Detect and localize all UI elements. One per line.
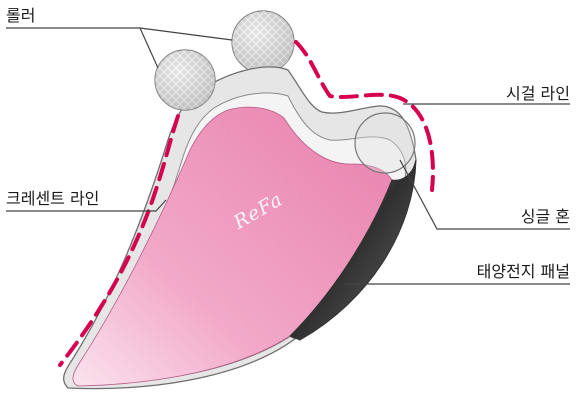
roller-back <box>232 11 294 73</box>
roller-front <box>155 50 215 110</box>
roller-label: 롤러 <box>6 6 35 26</box>
solar-panel-label: 태양전지 패널 <box>477 262 570 282</box>
single-horn-label: 싱글 혼 <box>521 207 570 227</box>
sizzle-line-label: 시걸 라인 <box>506 84 570 104</box>
crescent-line-label: 크레센트 라인 <box>6 189 99 209</box>
single-horn-ring <box>355 113 415 173</box>
